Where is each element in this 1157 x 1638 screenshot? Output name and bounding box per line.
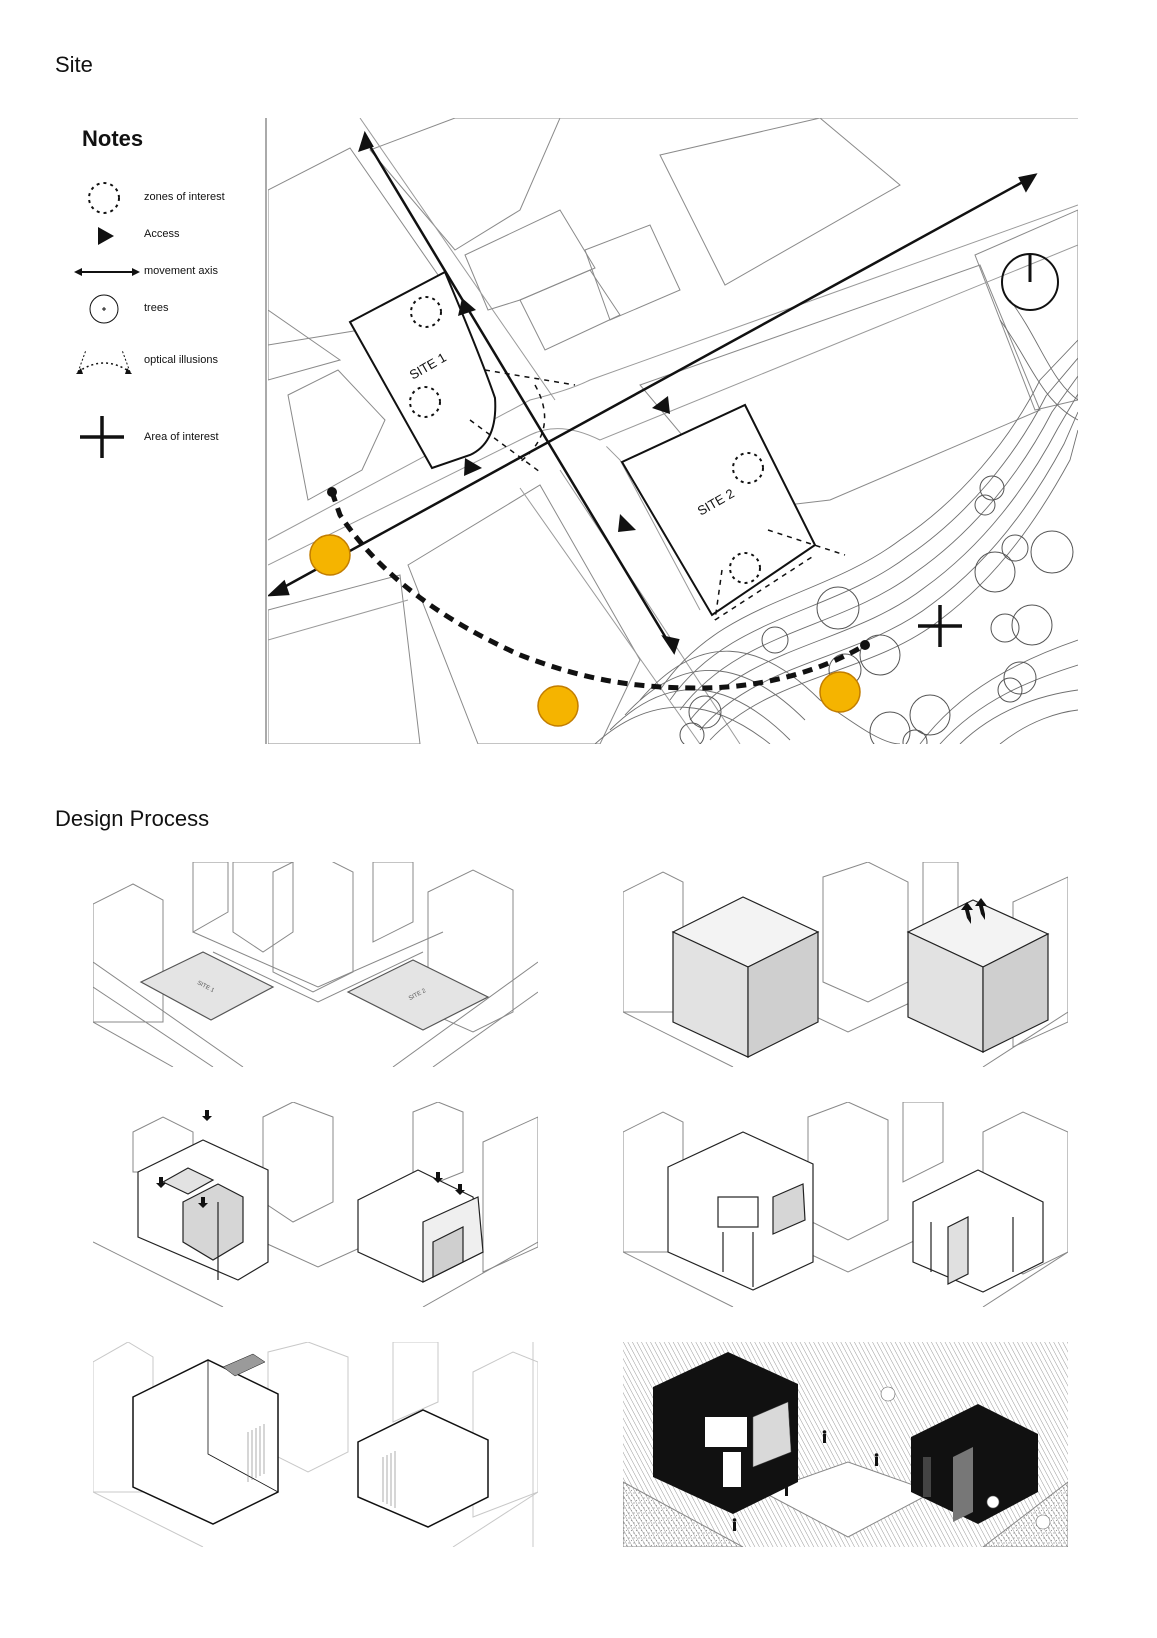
panel-4-mass-2 [912,1169,1044,1293]
panel-6-trees [880,1386,1051,1530]
access-markers [458,298,670,532]
legend-access: Access [72,218,262,254]
panel-3-mass-2 [357,1169,484,1283]
site-2: SITE 2 [620,403,817,617]
movement-axes [268,130,1038,655]
highlight-points [309,534,861,727]
legend-optical-illusions: optical illusions [72,344,262,380]
legend-label-optical: optical illusions [144,354,218,366]
panel-4-mass-1 [667,1131,814,1291]
road-edges [268,118,1078,744]
route-end-dot [860,640,870,650]
tree-circle-icon [89,294,119,324]
design-panel-5-refined [93,1342,538,1547]
panel-6-building-1 [653,1352,798,1514]
dashed-circle-icon [88,182,120,214]
design-panel-6-final-render [623,1342,1068,1547]
highlight-point-1 [309,534,351,576]
optical-illusion-lines [469,369,846,621]
notes-title: Notes [82,126,144,151]
panel-3-down-arrows [156,1110,465,1208]
dotted-arc-icon [76,349,132,374]
design-panel-1-sites: SITE 1 SITE 2 [93,862,538,1067]
panel-2-mass-1 [671,896,820,1058]
tree-markers [679,475,1074,744]
plus-icon [80,416,124,458]
panel-6-building-2 [911,1404,1038,1524]
design-panel-4-openings [623,1102,1068,1307]
highlight-point-2 [537,685,579,727]
legend-label-movement: movement axis [144,265,218,277]
site-heading: Site [55,52,93,77]
legend-label-access: Access [144,228,180,240]
terrain-contours [594,299,1078,744]
panel-2-mass-2 [906,899,1050,1053]
panel-2-up-arrows [961,898,987,924]
panel-5-building-1 [132,1353,279,1525]
legend-label-area: Area of interest [144,431,219,443]
panel-1-site-1 [139,951,275,1021]
site-1: SITE 1 [348,270,497,470]
legend-movement-axis: movement axis [72,254,262,290]
design-panel-2-massing [623,862,1068,1067]
legend-label-trees: trees [144,302,169,314]
triangle-icon [98,227,114,245]
north-arrow-icon [1001,253,1059,311]
area-of-interest-cross [918,605,962,647]
design-panel-3-subtraction [93,1102,538,1307]
panel-5-building-2 [357,1409,489,1528]
double-arrow-icon [74,268,140,276]
legend-area-of-interest: Area of interest [72,414,262,458]
panel-3-mass-1 [137,1139,269,1281]
legend-trees: trees [72,291,262,327]
panel-1-site-2 [346,959,490,1031]
highlight-point-3 [819,671,861,713]
site-map: SITE 1 SITE 2 [268,118,1078,744]
design-process-heading: Design Process [55,806,210,831]
route-start-dot [327,487,337,497]
panel-6-human-figures [732,1430,879,1531]
legend-divider [265,118,267,744]
legend-zones-of-interest: zones of interest [72,180,262,216]
legend-label-zones: zones of interest [144,191,225,203]
